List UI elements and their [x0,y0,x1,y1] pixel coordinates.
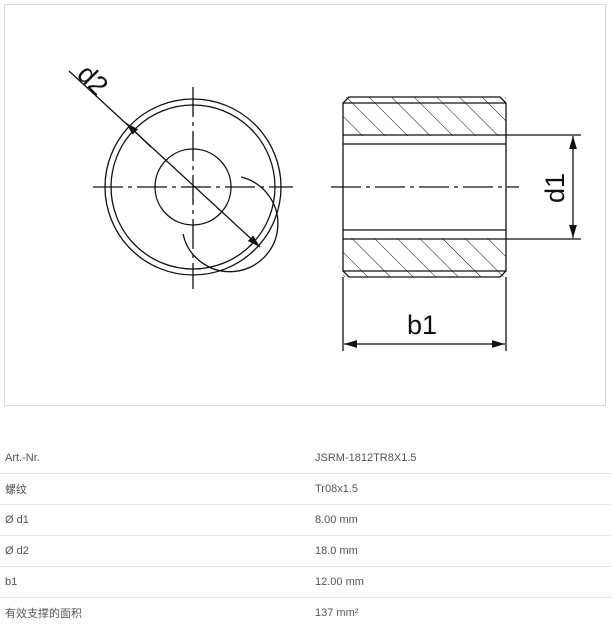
spec-key: b1 [0,566,315,598]
spec-key: 螺纹 [0,473,315,505]
table-row: b1 12.00 mm [0,566,612,598]
lower-clear-strip [344,231,505,238]
spec-value: 137 mm² [315,607,359,619]
table-row: Ø d1 8.00 mm [0,504,612,536]
upper-clear-strip [344,136,505,143]
table-row: 有效支撑的面积 137 mm² [0,598,612,629]
upper-wall-hatch [343,97,506,139]
d2-arrow-start [125,122,152,148]
spec-key: Ø d2 [0,535,315,567]
d1-label: d1 [540,173,570,203]
table-row: 螺纹 Tr08x1.5 [0,473,612,505]
spec-value: 12.00 mm [315,566,612,598]
spec-value: 18.0 mm [315,535,612,567]
drawing-svg: d2 [68,59,581,351]
spec-key: Ø d1 [0,504,315,536]
thread-arc [182,176,279,273]
d2-dimension-line [68,70,261,248]
spec-value: JSRM-1812TR8X1.5 [315,443,612,474]
technical-drawing: d2 [4,4,606,406]
spec-value: 8.00 mm [315,504,612,536]
b1-label: b1 [407,310,437,340]
front-view-circle-icon [68,70,293,289]
spec-key: 有效支撑的面积 [5,608,82,620]
d2-label: d2 [72,59,114,101]
table-row: Ø d2 18.0 mm [0,535,612,567]
section-outline [342,96,507,278]
spec-value: Tr08x1.5 [315,473,612,505]
spec-table: Art.-Nr. JSRM-1812TR8X1.5 螺纹 Tr08x1.5 Ø … [0,443,612,628]
section-view-hatched-icon [331,96,581,351]
table-row: Art.-Nr. JSRM-1812TR8X1.5 [0,443,612,474]
lower-wall-hatch [343,235,506,277]
spec-key: Art.-Nr. [0,443,315,474]
